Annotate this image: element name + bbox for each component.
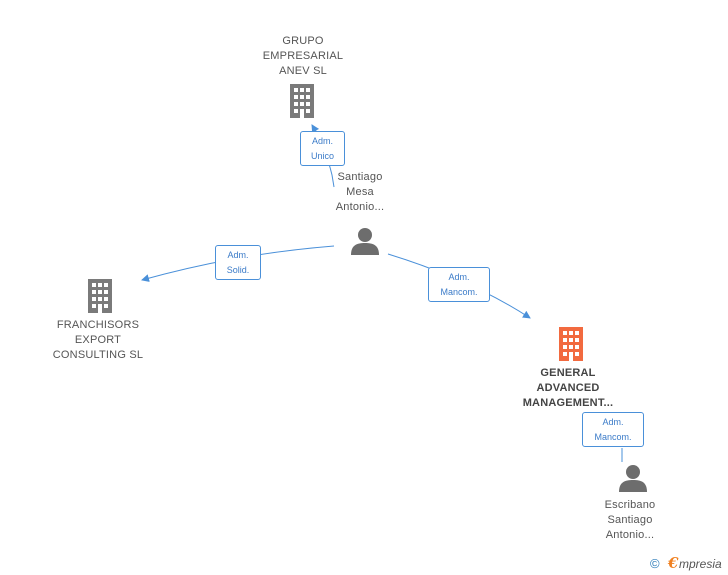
node-label-general: GENERAL ADVANCED MANAGEMENT...: [510, 366, 626, 411]
edge-badge-line: Mancom.: [594, 432, 632, 442]
node-label-line: GRUPO: [282, 35, 324, 47]
edge-badge-line: Adm.: [448, 272, 470, 282]
edge-badge-adm-mancom-escribano[interactable]: Adm. Mancom.: [582, 412, 644, 447]
building-icon[interactable]: [557, 327, 585, 361]
edge-badge-adm-mancom[interactable]: Adm. Mancom.: [428, 267, 490, 302]
node-label-line: FRANCHISORS: [56, 319, 140, 331]
building-icon[interactable]: [288, 84, 316, 118]
node-label-line: Santiago: [337, 171, 383, 183]
node-label-grupo: GRUPO EMPRESARIAL ANEV SL: [248, 34, 358, 79]
edge-badge-line: Unico: [310, 151, 334, 161]
edge-badge-line: Adm.: [311, 136, 333, 146]
node-label-line: MANAGEMENT...: [522, 397, 614, 409]
node-label-line: Antonio...: [605, 529, 655, 541]
node-label-line: Antonio...: [335, 201, 385, 213]
node-label-line: GENERAL: [540, 367, 596, 379]
node-label-line: CONSULTING SL: [52, 349, 144, 361]
copyright-icon: ©: [650, 556, 660, 571]
node-label-franchisors: FRANCHISORS EXPORT CONSULTING SL: [42, 318, 154, 363]
edge-badge-line: Adm.: [602, 417, 624, 427]
node-label-line: Escribano: [604, 499, 656, 511]
node-label-line: Mesa: [346, 186, 374, 198]
person-icon[interactable]: [350, 227, 380, 255]
brand-logo-initial: €: [668, 554, 679, 572]
node-label-line: Santiago: [607, 514, 653, 526]
person-icon[interactable]: [618, 464, 648, 492]
edge-badge-adm-solid[interactable]: Adm. Solid.: [215, 245, 261, 280]
edge-badge-line: Mancom.: [440, 287, 478, 297]
node-label-escribano: Escribano Santiago Antonio...: [590, 498, 670, 543]
node-label-line: EXPORT: [74, 334, 122, 346]
node-label-line: ANEV SL: [279, 65, 327, 77]
node-label-line: ADVANCED: [536, 382, 600, 394]
building-icon[interactable]: [86, 279, 114, 313]
edge-badge-adm-unico[interactable]: Adm. Unico: [300, 131, 345, 166]
node-label-line: EMPRESARIAL: [262, 50, 344, 62]
edge-badge-line: Solid.: [226, 265, 250, 275]
node-label-santiago: Santiago Mesa Antonio...: [320, 170, 400, 215]
brand-logo-text: mpresia: [679, 557, 722, 571]
edge-badge-line: Adm.: [227, 250, 249, 260]
